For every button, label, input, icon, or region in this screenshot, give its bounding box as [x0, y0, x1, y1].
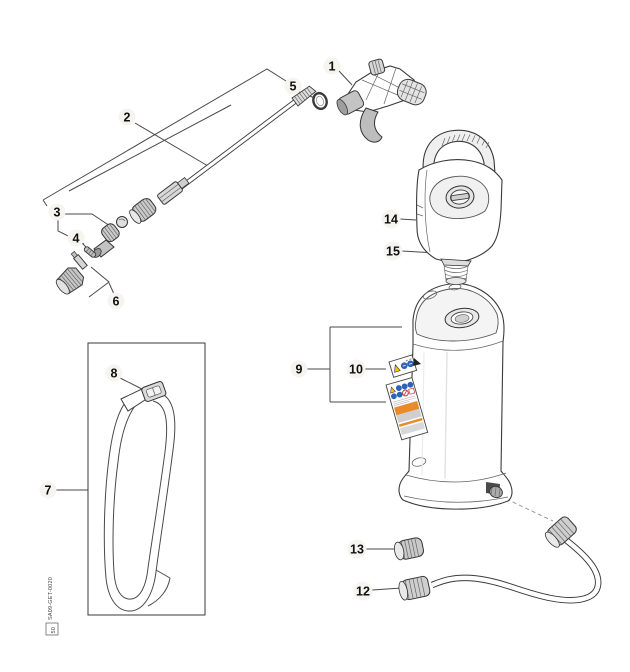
strap-part: [103, 381, 176, 612]
wand-coupling: [157, 177, 190, 205]
callout-15[interactable]: 15: [383, 241, 403, 261]
gun-grip: [396, 78, 427, 106]
callout-4[interactable]: 4: [67, 229, 85, 247]
callout-1[interactable]: 1: [323, 57, 341, 75]
svg-text:13: 13: [350, 543, 364, 557]
callout-10[interactable]: 10: [346, 359, 366, 379]
strap-buckle: [141, 381, 167, 402]
cap-nut-part: [393, 537, 424, 561]
svg-text:14: 14: [384, 213, 398, 227]
svg-text:6: 6: [113, 295, 120, 309]
svg-text:1: 1: [329, 60, 336, 74]
svg-text:10: 10: [349, 363, 363, 377]
large-warning-label: [385, 377, 429, 441]
tank-part: [398, 283, 513, 510]
pin-part: [83, 246, 97, 258]
tank-outlet-fitting: [489, 485, 503, 499]
small-warning-label: [388, 354, 418, 378]
nozzle-part: [55, 250, 88, 295]
callout-13[interactable]: 13: [347, 539, 367, 559]
label-placement-arrow: [402, 358, 421, 366]
callout-14[interactable]: 14: [381, 209, 401, 229]
carry-strap-box: [87, 342, 206, 616]
callouts: 1 2 3 4 5 6 7 8 9 10 12 13 14 15: [39, 57, 403, 601]
mandatory-circle-icon: [391, 393, 397, 400]
seal-bead: [116, 216, 128, 228]
mandatory-circle-icon: [407, 381, 414, 388]
hose-part: [398, 516, 602, 604]
wand-knurled-nut: [129, 198, 157, 224]
svg-text:2: 2: [124, 111, 131, 125]
callout-9[interactable]: 9: [290, 360, 308, 378]
svg-text:5: 5: [290, 80, 297, 94]
callout-7[interactable]: 7: [39, 481, 57, 499]
callout-3[interactable]: 3: [48, 203, 66, 221]
warning-triangle-icon: [390, 386, 396, 394]
diagram-footer: SA09-GET-0020 50: [45, 577, 59, 636]
wand-threaded-tip: [291, 85, 317, 107]
callout-2[interactable]: 2: [118, 108, 136, 126]
threaded-neck: [440, 258, 472, 285]
mandatory-circle-icon: [395, 385, 402, 391]
warning-triangle-icon: [394, 364, 401, 373]
callout-5[interactable]: 5: [284, 77, 302, 95]
callout-12[interactable]: 12: [353, 581, 373, 601]
wand-connector-set: [92, 216, 128, 258]
svg-text:4: 4: [73, 232, 80, 246]
svg-text:7: 7: [45, 484, 52, 498]
spray-gun-part: [336, 58, 427, 143]
callout-6[interactable]: 6: [107, 292, 125, 310]
svg-text:9: 9: [296, 363, 303, 377]
gun-front-cap: [336, 90, 365, 116]
hose-connector-upper: [544, 516, 577, 548]
gun-top-knob: [368, 58, 386, 76]
sheet-number-box: [45, 622, 59, 636]
gun-trigger: [359, 107, 383, 143]
mandatory-circle-icon: [396, 391, 403, 398]
spray-wand-part: [129, 85, 317, 224]
diagram-code: SA09-GET-0020: [48, 577, 54, 620]
hose-connector-lower: [398, 575, 431, 601]
o-ring-part: [312, 91, 328, 111]
svg-text:3: 3: [54, 206, 61, 220]
mandatory-circle-icon: [401, 383, 408, 390]
elbow-collar: [101, 223, 120, 243]
sheet-number: 50: [51, 627, 57, 634]
pump-head-part: [416, 129, 503, 285]
svg-text:15: 15: [386, 245, 400, 259]
leader-lines: [56, 70, 554, 591]
svg-text:8: 8: [111, 367, 118, 381]
callout-8[interactable]: 8: [105, 364, 123, 382]
assembly-bracket-lines: [42, 68, 287, 207]
svg-text:12: 12: [356, 585, 370, 599]
